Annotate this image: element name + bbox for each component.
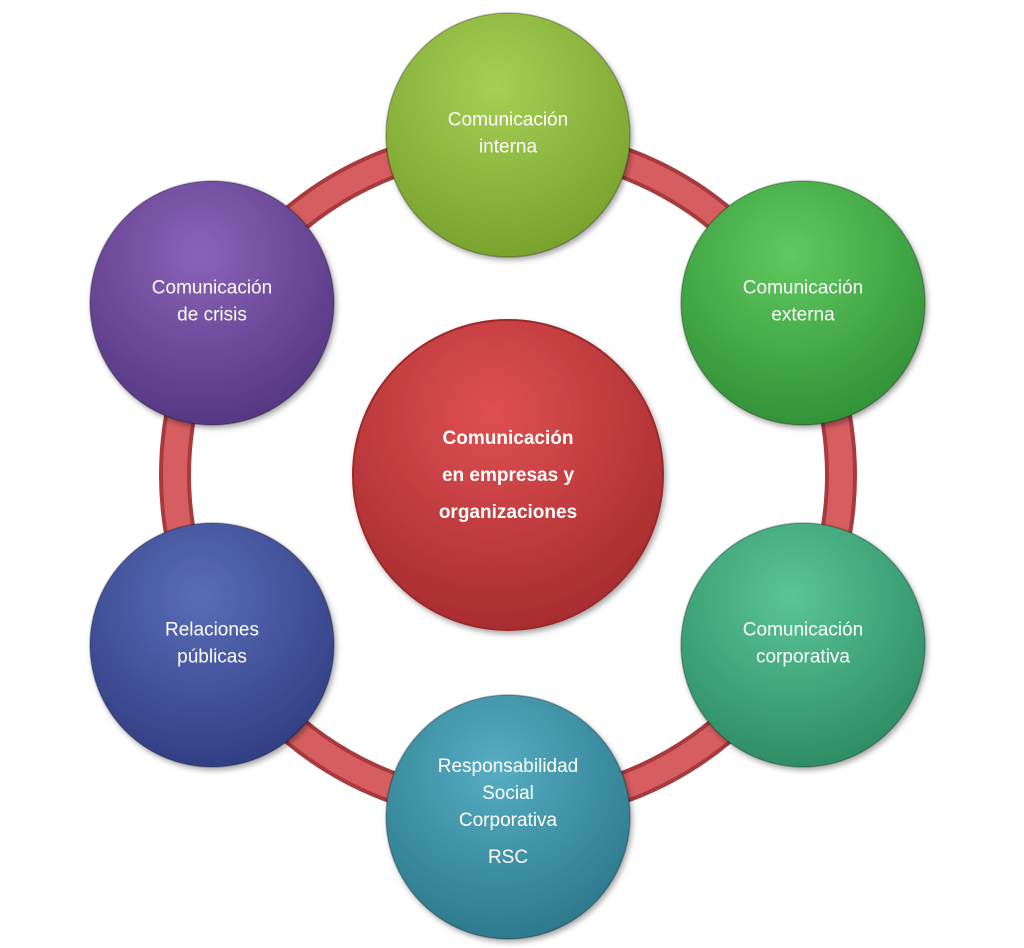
node-circle — [680, 180, 926, 426]
node-circle — [385, 12, 631, 258]
node-label-line: externa — [771, 305, 835, 326]
center-label-line-1: Comunicación — [443, 428, 574, 449]
node-externa: Comunicación externa — [680, 180, 926, 426]
node-relaciones: Relaciones públicas — [89, 522, 335, 768]
node-label-line: de crisis — [177, 305, 247, 326]
center-circle — [352, 319, 664, 631]
node-label-line: corporativa — [756, 647, 850, 668]
node-circle — [680, 522, 926, 768]
node-label-line: Relaciones — [165, 620, 259, 641]
node-crisis: Comunicación de crisis — [89, 180, 335, 426]
node-label-line: Social — [482, 783, 534, 804]
node-circle — [385, 694, 631, 940]
node-label-line: Corporativa — [459, 810, 558, 831]
node-circle — [89, 522, 335, 768]
node-label-line: interna — [479, 137, 538, 158]
node-corporativa: Comunicación corporativa — [680, 522, 926, 768]
node-label-line: Responsabilidad — [438, 756, 579, 777]
node-circle — [89, 180, 335, 426]
node-interna: Comunicación interna — [385, 12, 631, 258]
node-label-line: Comunicación — [743, 620, 863, 641]
center-label-line-2: en empresas y — [442, 465, 574, 486]
center-label-line-3: organizaciones — [439, 502, 577, 523]
node-label-line: RSC — [488, 847, 528, 868]
node-label-line: Comunicación — [152, 278, 272, 299]
node-label-line: Comunicación — [743, 278, 863, 299]
node-label-line: Comunicación — [448, 110, 568, 131]
node-label-line: públicas — [177, 647, 247, 668]
center-node: Comunicación en empresas y organizacione… — [352, 319, 664, 631]
